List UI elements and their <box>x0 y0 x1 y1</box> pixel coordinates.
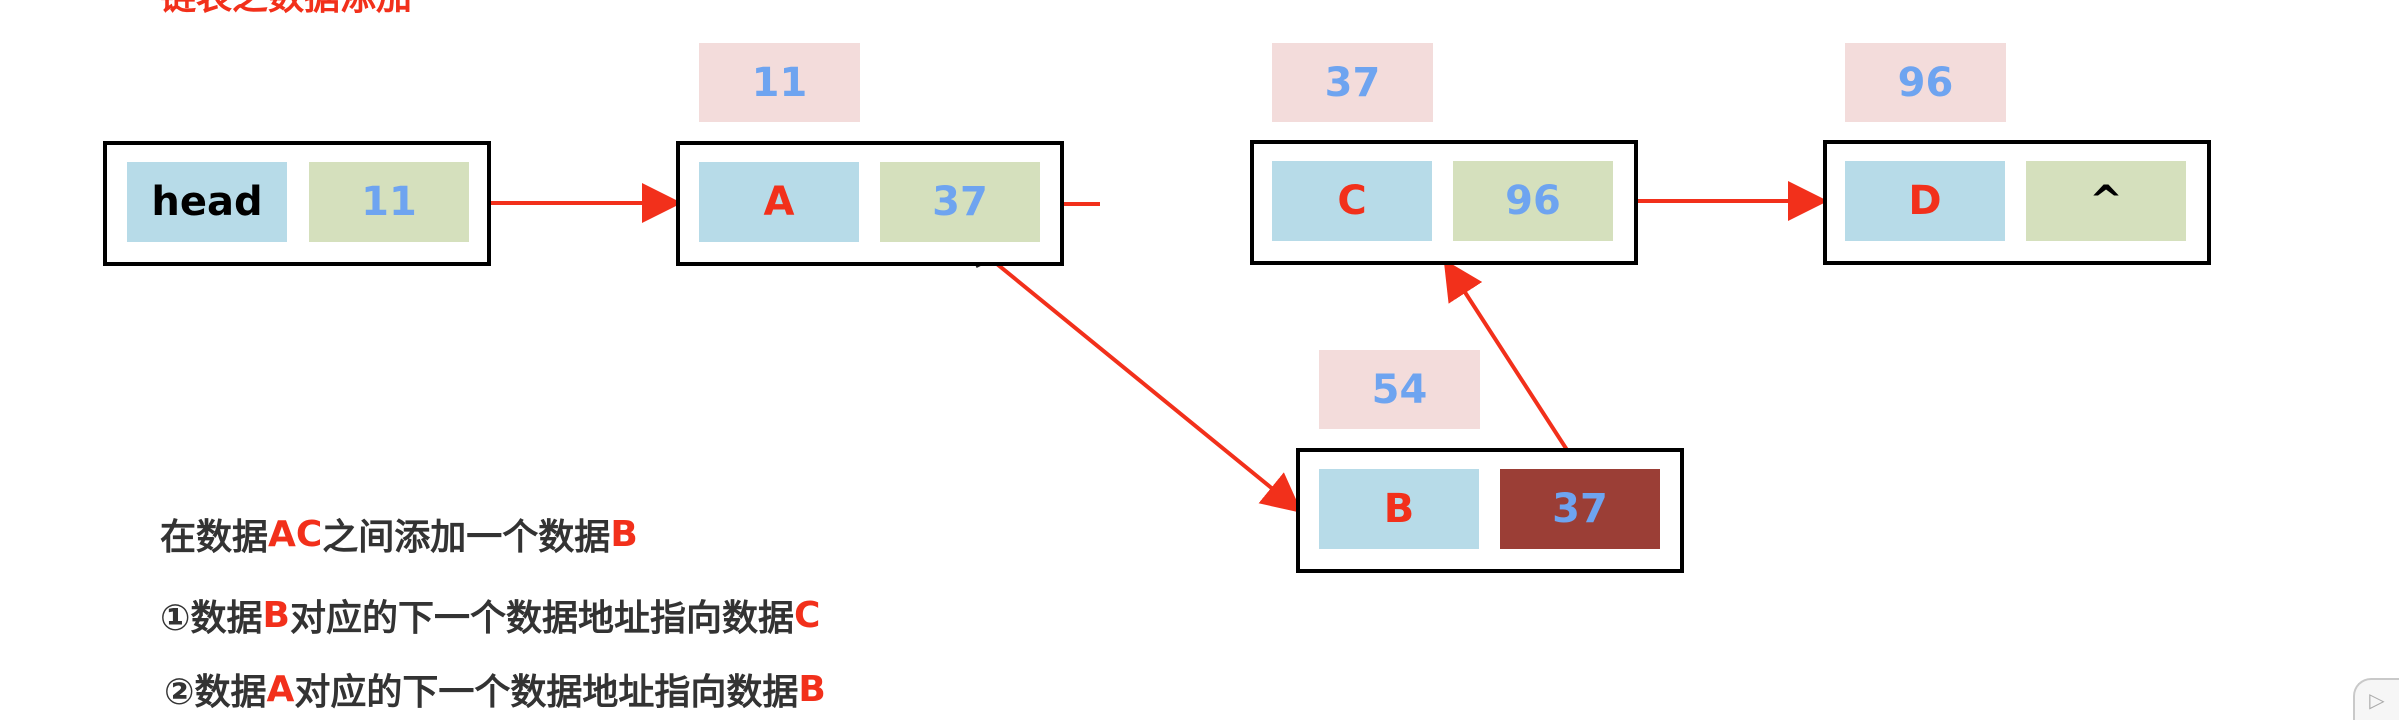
note-1-pre: 在数据 <box>160 517 269 558</box>
note-1-hl1: AC <box>268 513 323 555</box>
node-head-next-label: 11 <box>361 179 417 225</box>
node-a-data: A <box>699 162 859 242</box>
node-c-address: 37 <box>1272 43 1433 122</box>
node-a-address: 11 <box>699 43 860 122</box>
note-3-pre: ②数据 <box>164 672 267 713</box>
node-a-address-label: 11 <box>751 59 808 106</box>
arrow-b-to-c <box>1443 259 1582 472</box>
node-d-address-label: 96 <box>1897 59 1954 106</box>
node-head-data-label: head <box>151 179 263 225</box>
node-b-data: B <box>1319 469 1479 549</box>
note-1-hl2: B <box>610 513 638 555</box>
player-corner-icon[interactable]: ▷ <box>2353 678 2399 720</box>
note-3-hl2: B <box>798 668 826 710</box>
node-d-next-label: ^ <box>2089 178 2123 224</box>
node-c-address-label: 37 <box>1324 59 1381 106</box>
node-b-address: 54 <box>1319 350 1480 429</box>
note-3-hl1: A <box>266 668 295 710</box>
note-2-post: 对应的下一个数据地址指向数据 <box>289 598 794 639</box>
note-3-post: 对应的下一个数据地址指向数据 <box>294 672 799 713</box>
node-head-next: 11 <box>309 162 469 242</box>
node-d-next: ^ <box>2026 161 2186 241</box>
note-2-pre: ①数据 <box>160 598 263 639</box>
node-a-data-label: A <box>763 179 795 225</box>
note-2-hl1: B <box>262 594 290 636</box>
node-d-data-label: D <box>1908 178 1942 224</box>
note-1-post: 之间添加一个数据 <box>322 517 611 558</box>
node-head-data: head <box>127 162 287 242</box>
node-b-next: 37 <box>1500 469 1660 549</box>
node-d-data: D <box>1845 161 2005 241</box>
node-c-next: 96 <box>1453 161 1613 241</box>
arrow-a-to-b <box>968 240 1303 514</box>
node-a-next: 37 <box>880 162 1040 242</box>
node-c-next-label: 96 <box>1505 178 1561 224</box>
node-a-next-label: 37 <box>932 179 988 225</box>
node-d-address: 96 <box>1845 43 2006 122</box>
node-c-data: C <box>1272 161 1432 241</box>
node-b-address-label: 54 <box>1371 366 1428 413</box>
node-b-next-label: 37 <box>1552 486 1608 532</box>
node-b-data-label: B <box>1383 486 1415 532</box>
note-2-hl2: C <box>793 594 821 636</box>
page-title: 链表之数据添加 <box>160 0 412 20</box>
node-c-data-label: C <box>1337 178 1367 224</box>
